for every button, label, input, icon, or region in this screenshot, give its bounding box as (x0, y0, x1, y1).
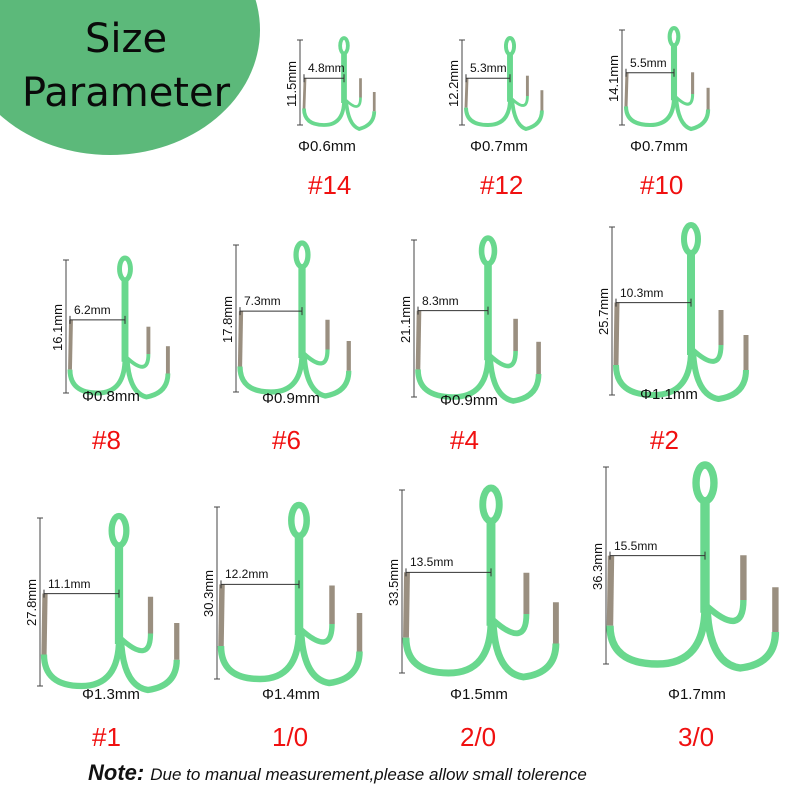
hook-gap-label: 15.5mm (614, 538, 658, 553)
hook-size-label: #6 (272, 425, 301, 455)
hook-size-label: #8 (92, 425, 121, 455)
wire-diameter-label: Φ1.7mm (668, 686, 726, 703)
note-label: Note: (88, 760, 145, 785)
measurement-note: Note: Due to manual measurement,please al… (88, 760, 587, 786)
hook-height-label: 36.3mm (590, 542, 605, 590)
hook-size-label: #12 (480, 170, 524, 200)
hook-size-label: #1 (92, 722, 121, 752)
hook-size-label: 2/0 (460, 722, 497, 752)
hook-gap-label: 5.5mm (630, 55, 667, 70)
hook-gap-label: 6.2mm (74, 302, 111, 317)
wire-diameter-label: Φ0.7mm (470, 138, 528, 155)
wire-diameter-label: Φ0.8mm (82, 388, 140, 405)
hook-gap-label: 7.3mm (244, 294, 281, 309)
wire-diameter-label: Φ0.6mm (298, 138, 356, 155)
hook-size-label: #4 (450, 425, 479, 455)
hook-gap-label: 5.3mm (470, 61, 507, 76)
wire-diameter-label: Φ0.9mm (440, 392, 498, 409)
wire-diameter-label: Φ1.5mm (450, 686, 508, 703)
title-line-2: Parameter (21, 70, 231, 116)
hook-size-label: #10 (640, 170, 684, 200)
note-text: Due to manual measurement,please allow s… (150, 765, 587, 784)
page-title: Size Parameter (0, 12, 252, 120)
title-line-1: Size (84, 16, 168, 62)
hook-size-label: 1/0 (272, 722, 309, 752)
wire-diameter-label: Φ1.4mm (262, 686, 320, 703)
wire-diameter-label: Φ1.3mm (82, 686, 140, 703)
hook-gap-label: 13.5mm (410, 555, 454, 570)
hook-gap-label: 12.2mm (225, 567, 269, 582)
hook-gap-label: 11.1mm (48, 576, 91, 591)
hook-size-label: #14 (308, 170, 352, 200)
wire-diameter-label: Φ1.1mm (640, 386, 698, 403)
wire-diameter-label: Φ0.7mm (630, 138, 688, 155)
wire-diameter-label: Φ0.9mm (262, 390, 320, 407)
hook-gap-label: 8.3mm (422, 293, 459, 308)
hook-gap-label: 4.8mm (308, 61, 345, 76)
hook-gap-label: 10.3mm (620, 285, 664, 300)
hook-size-label: 3/0 (678, 722, 715, 752)
hook-size-label: #2 (650, 425, 679, 455)
